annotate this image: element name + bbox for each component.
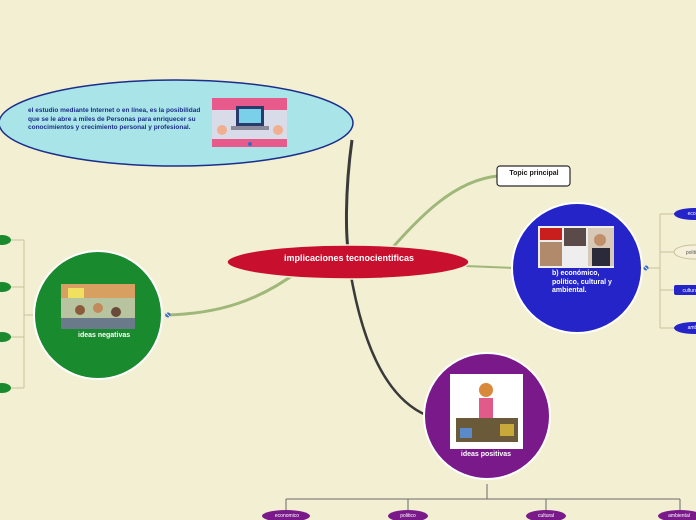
left-tree-lines <box>8 239 36 389</box>
right-subtopic-cultura[interactable] <box>674 285 696 295</box>
bottom-subtopic-cultural-label: cultural <box>537 513 555 519</box>
right-subtopic-ambi-label: ambi <box>687 325 696 331</box>
positive-ideas-label: ideas positivas <box>460 451 512 458</box>
bottom-subtopic-politico[interactable] <box>388 510 428 520</box>
branch-to-note <box>344 139 354 263</box>
left-subtopic-3[interactable] <box>0 332 11 342</box>
note-marker-icon[interactable] <box>248 142 252 146</box>
bottom-subtopic-cultural[interactable] <box>526 510 566 520</box>
note-marker-icon[interactable] <box>643 265 649 271</box>
left-subtopic-2[interactable] <box>0 282 11 292</box>
bottom-subtopic-ambiental[interactable] <box>658 510 696 520</box>
right-subtopic-politi[interactable] <box>673 244 696 260</box>
left-subtopic-1[interactable] <box>0 235 11 245</box>
bottom-tree-lines <box>285 484 681 512</box>
internet-note-text: el estudio mediante Internet o en línea,… <box>28 107 201 131</box>
shopping-image <box>450 374 523 449</box>
laptop-image <box>212 98 287 147</box>
bottom-subtopic-economico-label: economico <box>274 513 300 519</box>
branch-to-positive <box>348 269 427 417</box>
protest-image <box>61 284 135 329</box>
topic-principal-node[interactable] <box>496 165 571 187</box>
topic-principal-label: Topic principal <box>509 170 559 177</box>
branch-to-negative <box>164 268 301 317</box>
bottom-subtopic-ambiental-label: ambiental <box>668 513 690 519</box>
branch-to-economic <box>464 265 516 269</box>
right-subtopic-econ[interactable] <box>674 208 696 220</box>
right-subtopic-econ-label: econ <box>687 211 696 217</box>
right-tree-lines <box>648 213 676 329</box>
negative-ideas-label: ideas negativas <box>78 332 131 339</box>
bottom-subtopic-economico[interactable] <box>262 510 310 520</box>
politics-image <box>538 226 614 268</box>
right-subtopic-politi-label: politi <box>685 250 696 256</box>
bottom-subtopic-politico-label: politico <box>400 513 416 519</box>
note-marker-icon[interactable] <box>165 312 171 318</box>
right-subtopic-ambi[interactable] <box>674 322 696 334</box>
right-subtopic-cultura-label: cultura <box>682 288 696 294</box>
central-topic-label: implicaciones tecnocientificas <box>283 253 415 263</box>
economic-label: b) económico, político, cultural y ambie… <box>552 270 612 295</box>
left-subtopic-4[interactable] <box>0 383 11 393</box>
central-topic-node[interactable] <box>226 244 470 280</box>
